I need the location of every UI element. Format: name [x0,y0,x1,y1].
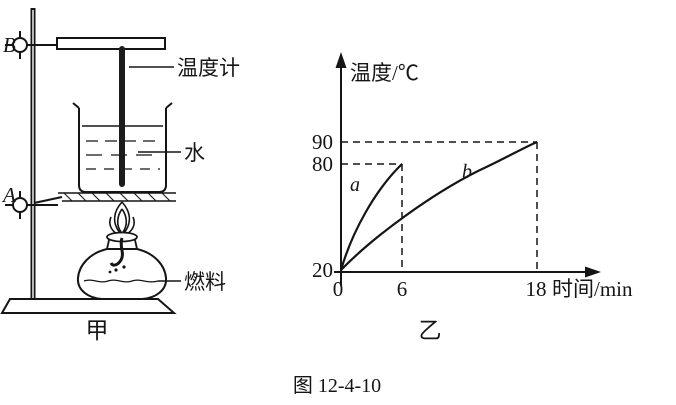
tick-90: 90 [312,130,333,154]
curve-b [340,140,538,271]
thermometer-label: 温度计 [177,56,240,80]
flame [109,201,135,235]
tick-20: 20 [312,258,333,282]
wick-dot [122,265,126,269]
alcohol-lamp [76,231,168,300]
tick-6: 6 [397,277,408,301]
curve-b-label: b [462,161,472,183]
wick-dot [108,270,112,274]
clamp-a-label: A [1,183,16,207]
wire-gauze [58,192,176,202]
y-axis-arrow [335,52,347,68]
x-axis-arrow [585,266,601,278]
wick-dot [114,268,118,272]
clamp-b [5,31,57,59]
tick-80: 80 [312,152,333,176]
stand-base [0,298,177,314]
figure-caption: 图 12-4-10 [293,375,381,397]
clamp-a [5,191,63,219]
water-label: 水 [184,141,205,165]
curve-a-label: a [350,174,360,196]
tick-0: 0 [333,277,344,301]
support-bar [56,37,166,50]
apparatus-caption: 甲 [86,318,109,343]
tick-18: 18 [526,277,547,301]
x-axis-label: 时间/min [552,277,633,301]
graph-caption: 乙 [419,318,442,343]
dashed-guide-90 [341,141,538,271]
clamp-b-label: B [3,33,16,57]
apparatus-diagram: B 温度计 水 [0,8,240,343]
wick [109,237,124,267]
beaker [72,102,173,193]
curve-a [339,163,403,271]
fuel-label: 燃料 [184,270,226,294]
y-axis-label: 温度/℃ [350,61,419,85]
temperature-graph: 温度/℃ 时间/min 90 80 20 0 6 18 a b 乙 [312,52,633,343]
fuel-level [83,279,159,283]
